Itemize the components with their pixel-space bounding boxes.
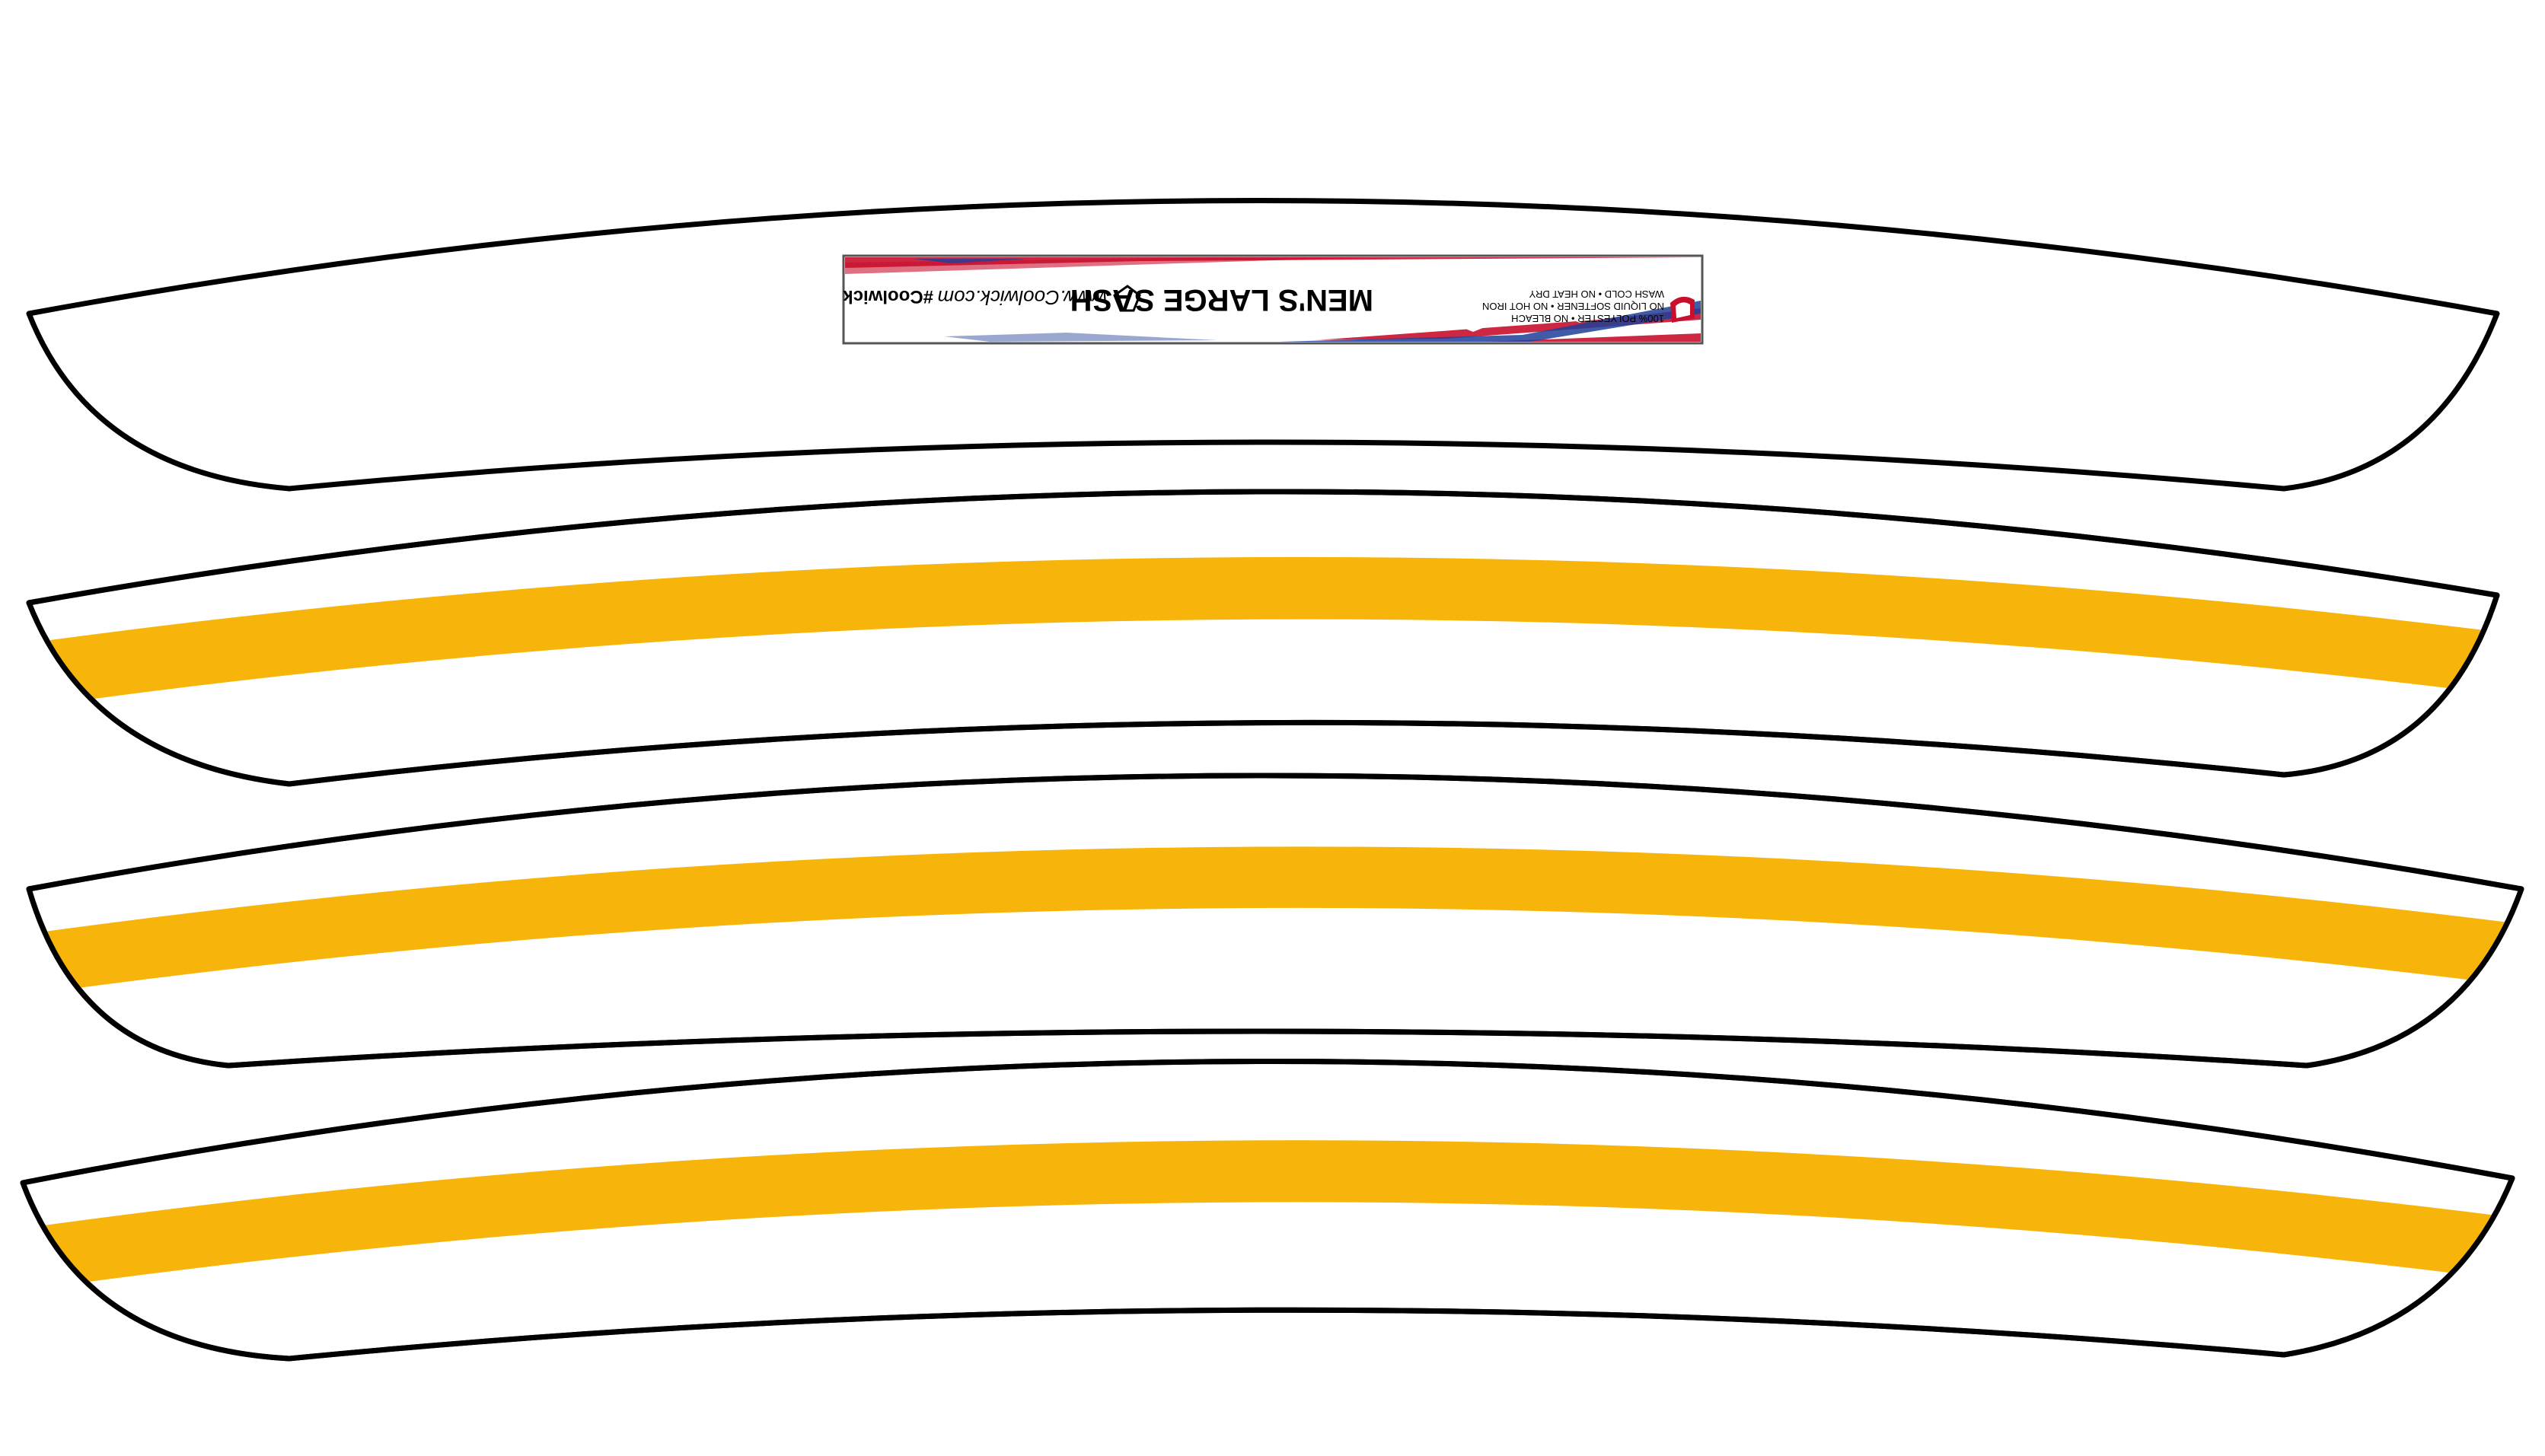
- brand-site: www.Coolwick.com: [938, 286, 1108, 309]
- gold-stripe: [29, 556, 2497, 712]
- care-line-1: 100% POLYESTER • NO BLEACH: [1511, 313, 1664, 324]
- care-line-2: NO LIQUID SOFTENER • NO HOT IRON: [1482, 301, 1664, 312]
- panel-outline: [26, 198, 2500, 492]
- care-line-3: WASH COLD • NO HEAT DRY: [1529, 288, 1664, 300]
- american-flag-swoosh-graphic: [845, 257, 1702, 342]
- hashtag: #Coolwick: [843, 286, 933, 307]
- sash-panel-1: [26, 198, 2500, 492]
- sash-panel-2: [26, 489, 2500, 787]
- coolwick-emblem-icon: [1113, 285, 1141, 312]
- shield-logo-icon: [1670, 296, 1695, 323]
- sash-panel-4: [20, 1059, 2515, 1362]
- gold-stripe: [23, 1140, 2512, 1294]
- care-label: MEN'S LARGE SASH 100% POLYESTER • NO BLE…: [842, 254, 1704, 345]
- sash-panel-3: [26, 773, 2524, 1069]
- gold-stripe: [29, 846, 2521, 999]
